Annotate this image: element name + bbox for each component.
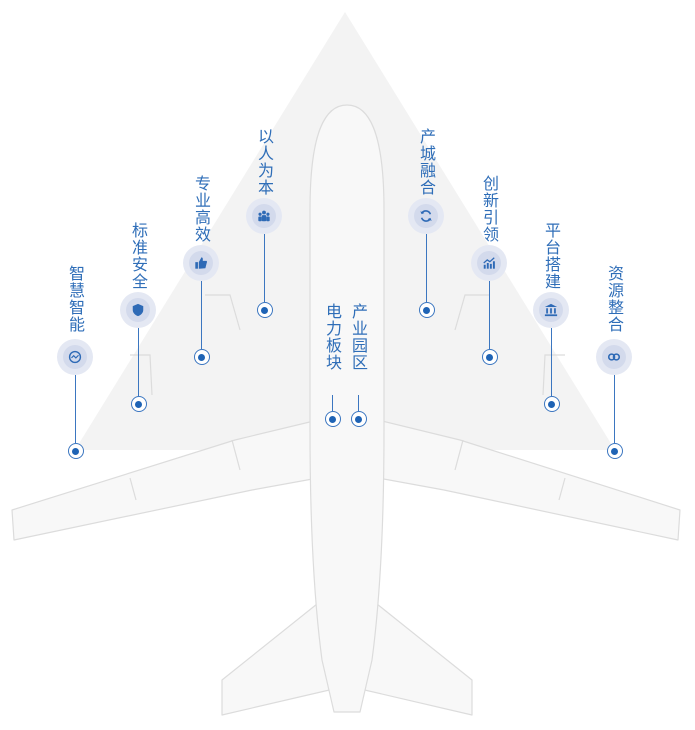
anchor-dot <box>67 443 84 459</box>
brain-circuit-icon <box>63 345 87 369</box>
node-badge <box>533 292 569 328</box>
anchor-dot <box>481 349 498 365</box>
anchor-dot <box>130 396 147 412</box>
node-label: 电力板块 <box>323 303 342 371</box>
node-badge <box>120 292 156 328</box>
link-icon <box>602 345 626 369</box>
anchor-dot <box>193 349 210 365</box>
node-badge <box>183 245 219 281</box>
node-label: 资源整合 <box>605 265 624 333</box>
airplane-silhouette <box>11 104 681 716</box>
anchor-dot <box>418 302 435 318</box>
connector-line <box>75 375 76 443</box>
anchor-dot <box>543 396 560 412</box>
connector-line <box>426 234 427 302</box>
connector-line <box>358 395 359 411</box>
connector-line <box>614 375 615 443</box>
anchor-dot <box>324 411 341 427</box>
node-badge <box>471 245 507 281</box>
institution-icon <box>539 298 563 322</box>
refresh-icon <box>414 204 438 228</box>
node-badge <box>57 339 93 375</box>
connector-line <box>551 328 552 396</box>
anchor-dot <box>256 302 273 318</box>
node-label: 以人为本 <box>255 128 274 196</box>
node-label: 创新引领 <box>480 175 499 243</box>
node-label: 平台搭建 <box>542 222 561 290</box>
connector-line <box>489 281 490 349</box>
connector-line <box>138 328 139 396</box>
node-label: 产业园区 <box>349 303 368 371</box>
shield-icon <box>126 298 150 322</box>
anchor-dot <box>350 411 367 427</box>
thumbs-up-icon <box>189 251 213 275</box>
node-label: 产城融合 <box>417 128 436 196</box>
node-label: 智慧智能 <box>66 265 85 333</box>
connector-line <box>332 395 333 411</box>
connector-line <box>201 281 202 349</box>
node-label: 标准安全 <box>129 222 148 290</box>
connector-line <box>264 234 265 302</box>
node-badge <box>246 198 282 234</box>
node-label: 专业高效 <box>192 175 211 243</box>
people-group-icon <box>252 204 276 228</box>
engine-outlines <box>129 294 566 501</box>
node-badge <box>408 198 444 234</box>
anchor-dot <box>606 443 623 459</box>
growth-chart-icon <box>477 251 501 275</box>
node-badge <box>596 339 632 375</box>
